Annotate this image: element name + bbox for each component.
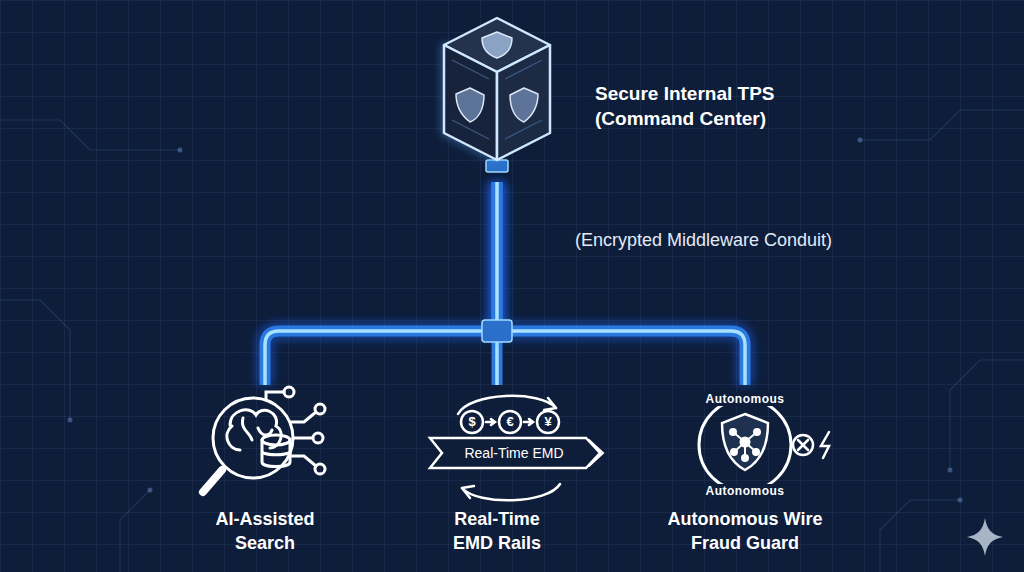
node-heading: Secure Internal TPS (Command Center) (595, 82, 830, 131)
cube-icon (444, 18, 550, 160)
node-label: Real-Time EMD Rails (432, 508, 562, 555)
emd-rails-icon (430, 396, 603, 500)
glowing-pipe (265, 182, 497, 385)
banner-text: Real-Time EMD (464, 445, 563, 462)
currency-symbol: $ (468, 414, 475, 430)
glowing-pipe (497, 182, 745, 385)
fraud-guard-icon (699, 399, 829, 491)
ring-text: Autonomous (703, 392, 788, 406)
node-label: Autonomous Wire Fraud Guard (650, 508, 840, 555)
ai-search-icon (203, 387, 325, 492)
currency-symbol: ¥ (544, 414, 551, 430)
currency-symbol: € (506, 414, 513, 430)
ring-text: Autonomous (703, 484, 788, 498)
fraud-guard-node: Autonomous Wire Fraud Guard (642, 385, 848, 559)
pipe-fittings (482, 160, 512, 342)
sparkle-watermark (967, 518, 1003, 556)
search-node: AI-Assisted Search (170, 385, 360, 559)
emd-rails-node: Real-Time EMD Rails (402, 385, 592, 559)
command-center-node: Secure Internal TPS (Command Center) (440, 12, 554, 182)
node-label: AI-Assisted Search (190, 508, 340, 555)
conduit-label: (Encrypted Middleware Conduit) (575, 230, 832, 251)
